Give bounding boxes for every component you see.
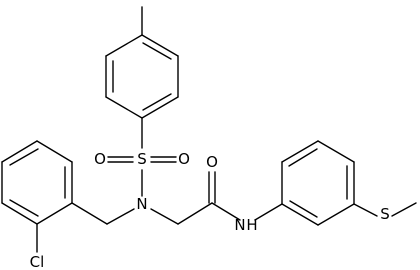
bond [105,34,143,57]
bond [9,148,39,166]
bond [211,202,241,221]
bond [141,34,179,57]
bond [1,202,38,225]
bond [141,96,179,119]
bond [353,203,378,217]
bond [281,140,319,163]
bond [317,140,355,163]
bond [105,96,143,119]
bond [289,200,318,218]
tolyl-ring [105,6,179,119]
atom-label-sulfonamide-n: N [136,195,147,213]
atom-label-chlorine: Cl [30,253,45,270]
atom-label-sulfonyl-o-left: O [94,150,106,168]
methylthiophenyl-ring [281,140,417,226]
bond [142,42,172,60]
bond [177,202,213,225]
bond [142,93,172,111]
sulfonyl-group [107,117,177,197]
bond [36,202,73,225]
atom-label-thioether-s: S [380,205,390,223]
bond [281,203,319,226]
bond [106,208,135,225]
atom-label-sulfonyl-o-right: O [178,150,190,168]
atom-label-amide-n: N [234,216,245,234]
bond [36,140,73,163]
bond [9,199,39,217]
amide-chain [71,171,283,225]
bond [71,202,108,225]
atom-labels: S O O N O N H Cl S [30,150,390,270]
bond [150,208,179,225]
atom-label-carbonyl-o: O [206,153,218,171]
bond [254,203,283,221]
atom-label-amide-h: H [246,216,257,234]
bond [317,203,355,226]
chlorophenyl-ring [1,140,73,253]
atom-label-sulfonyl-s: S [137,150,147,168]
bond [288,148,318,167]
bond [1,140,38,163]
bond [391,202,417,217]
